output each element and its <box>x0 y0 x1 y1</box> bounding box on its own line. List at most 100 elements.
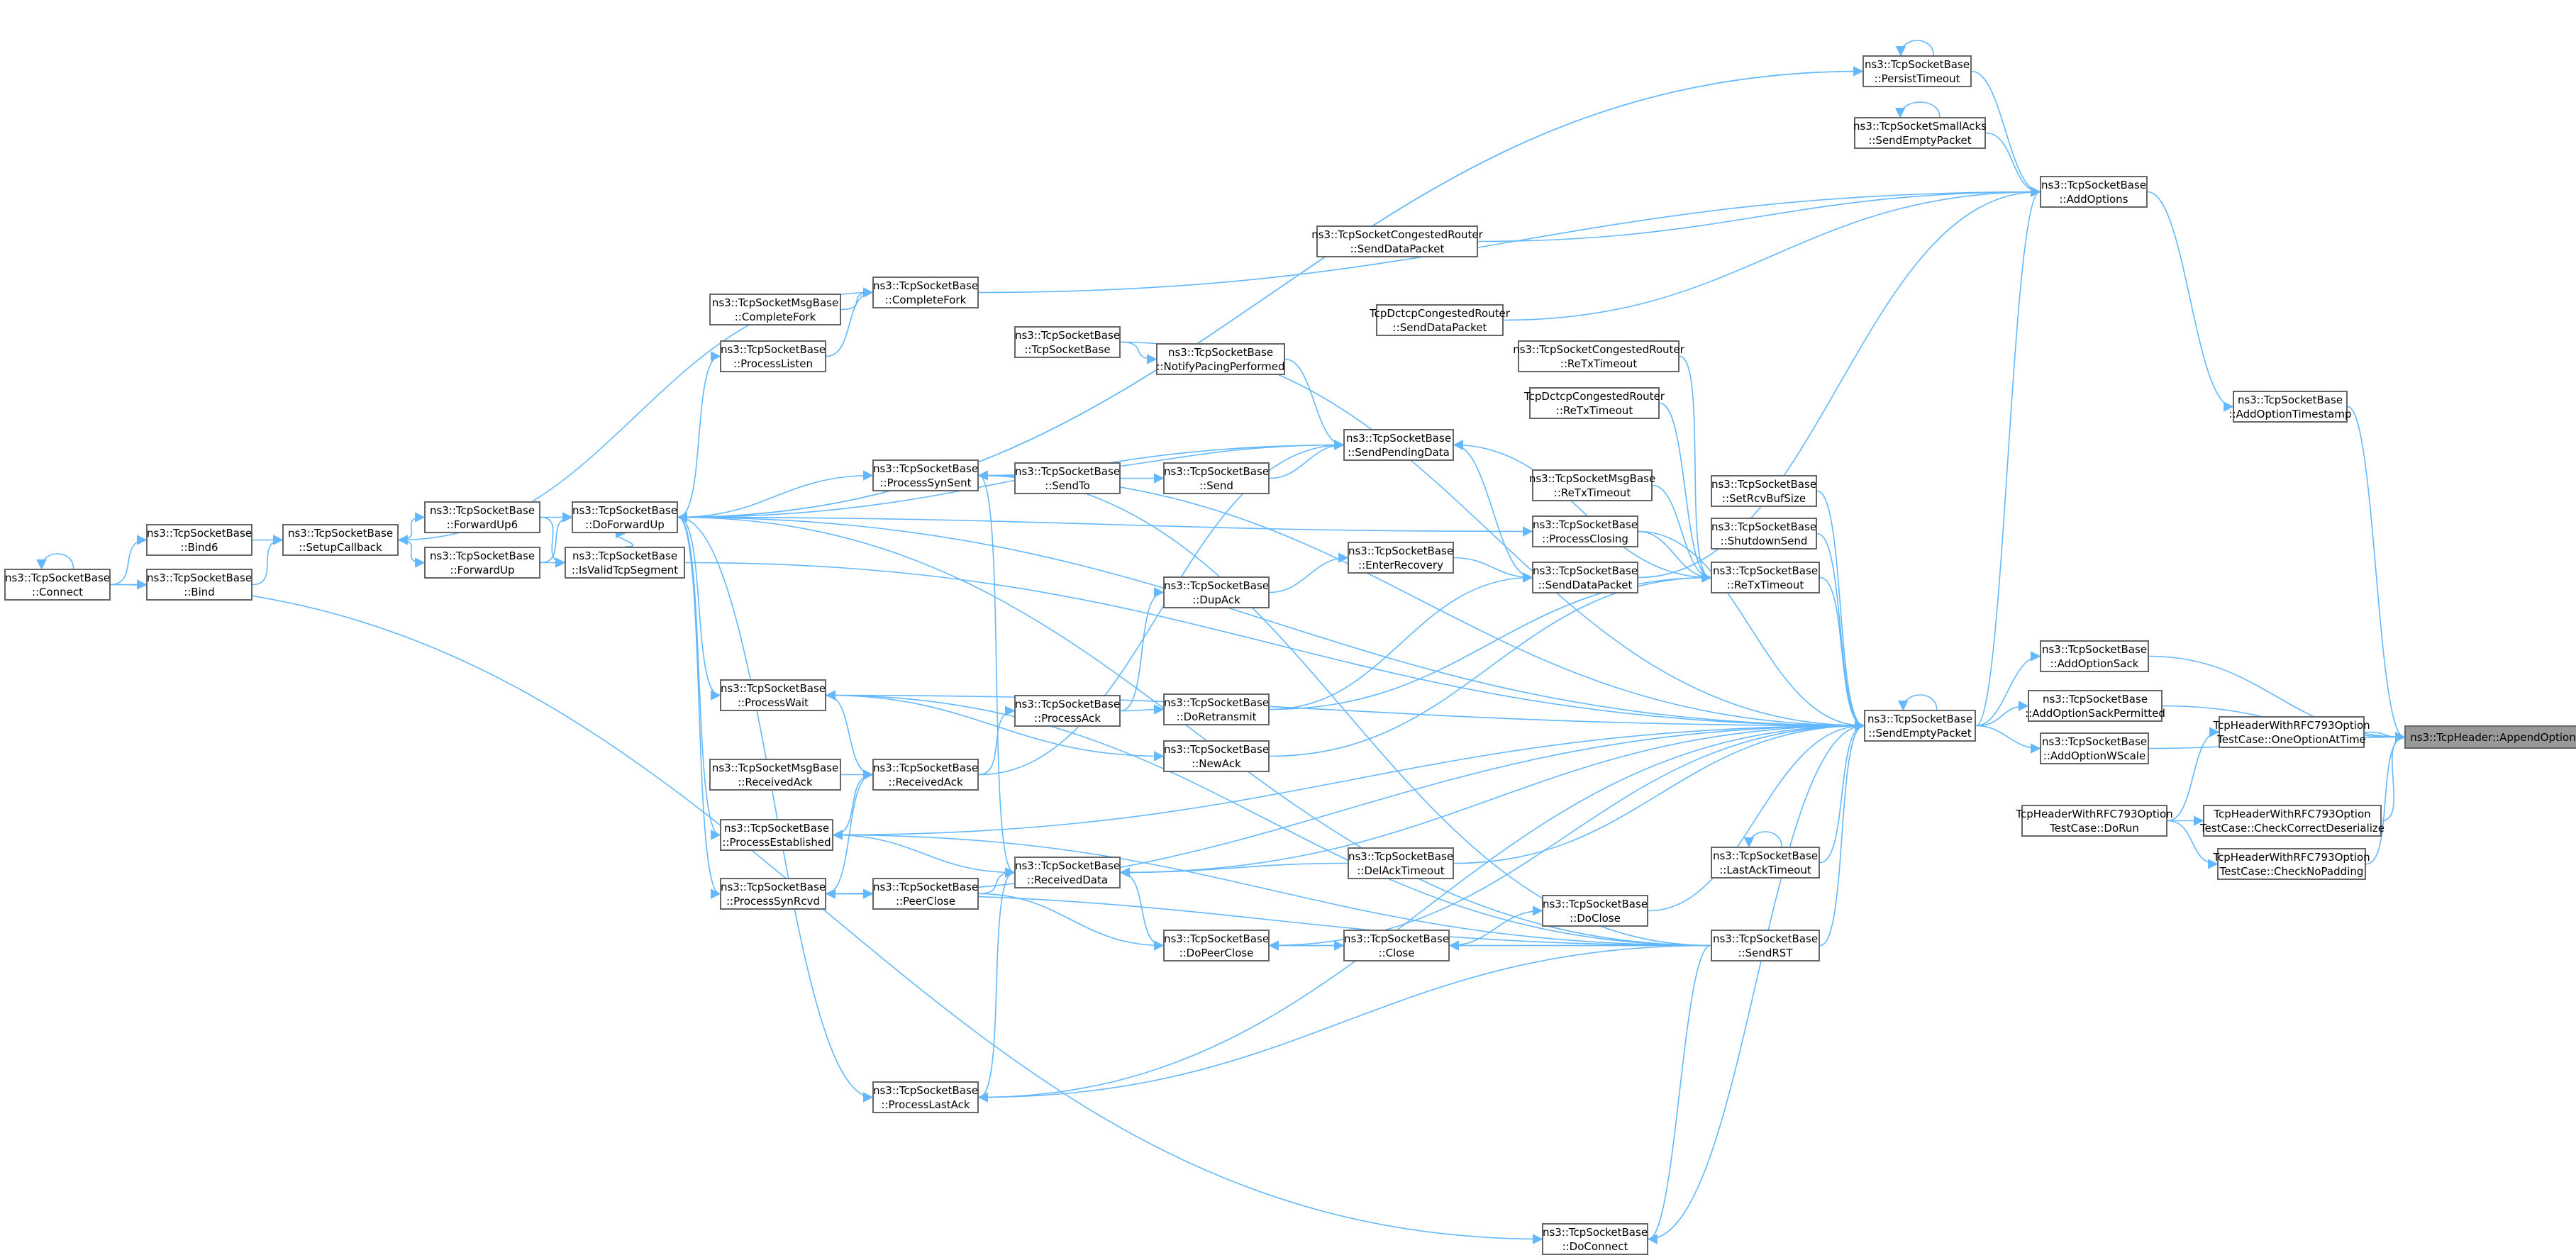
node-label-line1: ns3::TcpSocketBase <box>429 503 535 517</box>
graph-node-tsb[interactable]: ns3::TcpSocketBase::TcpSocketBase <box>1014 326 1121 358</box>
node-label-line1: ns3::TcpSocketBase <box>1348 849 1454 863</box>
graph-node-persist[interactable]: ns3::TcpSocketBase::PersistTimeout <box>1862 55 1972 87</box>
graph-node-close[interactable]: ns3::TcpSocketBase::Close <box>1343 930 1450 961</box>
node-label-line1: TcpHeaderWithRFC793Option <box>2214 807 2371 820</box>
graph-node-senddata[interactable]: ns3::TcpSocketBase::SendDataPacket <box>1532 562 1638 593</box>
graph-node-addoptsackp[interactable]: ns3::TcpSocketBase::AddOptionSackPermitt… <box>2025 690 2165 722</box>
graph-node-doconnect[interactable]: ns3::TcpSocketBase::DoConnect <box>1542 1223 1648 1255</box>
edge-doretx-to-retx <box>1269 572 1712 710</box>
graph-node-completefork[interactable]: ns3::TcpSocketBase::CompleteFork <box>872 277 979 308</box>
graph-node-smallacks[interactable]: ns3::TcpSocketSmallAcks::SendEmptyPacket <box>1853 117 1987 149</box>
graph-node-peerclose[interactable]: ns3::TcpSocketBase::PeerClose <box>872 878 979 910</box>
graph-node-dctcpsend[interactable]: TcpDctcpCongestedRouter::SendDataPacket <box>1370 304 1510 336</box>
graph-node-retx[interactable]: ns3::TcpSocketBase::ReTxTimeout <box>1711 562 1820 593</box>
edge-doforwardup-to-procsynsent <box>677 470 874 518</box>
graph-node-msgcompfork[interactable]: ns3::TcpSocketMsgBase::CompleteFork <box>709 294 841 325</box>
graph-node-addoptions[interactable]: ns3::TcpSocketBase::AddOptions <box>2040 176 2148 208</box>
graph-node-doforwardup[interactable]: ns3::TcpSocketBase::DoForwardUp <box>572 501 678 533</box>
edge-congretx-to-retx <box>1679 355 1712 583</box>
node-label-line2: ::ReTxTimeout <box>1553 486 1631 499</box>
graph-node-enterrec[interactable]: ns3::TcpSocketBase::EnterRecovery <box>1348 542 1454 574</box>
graph-node-doretx[interactable]: ns3::TcpSocketBase::DoRetransmit <box>1163 693 1270 725</box>
node-label-line2: ::DoConnect <box>1562 1239 1628 1253</box>
graph-node-addopttime[interactable]: ns3::TcpSocketBase::AddOptionTimestamp <box>2229 391 2351 423</box>
graph-node-forwardup6[interactable]: ns3::TcpSocketBase::ForwardUp6 <box>424 501 540 533</box>
graph-node-bind6[interactable]: ns3::TcpSocketBase::Bind6 <box>146 524 252 556</box>
graph-node-congsend[interactable]: ns3::TcpSocketCongestedRouter::SendDataP… <box>1311 225 1483 257</box>
node-label-line1: ns3::TcpSocketBase <box>1014 697 1121 710</box>
graph-node-sendrst[interactable]: ns3::TcpSocketBase::SendRST <box>1711 930 1820 961</box>
edge-sendrst-to-doconnect <box>1647 944 1711 1244</box>
graph-node-shutdown[interactable]: ns3::TcpSocketBase::ShutdownSend <box>1711 518 1817 550</box>
graph-node-sendto[interactable]: ns3::TcpSocketBase::SendTo <box>1014 462 1121 494</box>
edge-procwait-to-newack <box>826 694 1165 762</box>
node-label-line2: ::SetupCallback <box>299 540 382 554</box>
node-label-line2: ::ForwardUp6 <box>446 518 518 531</box>
graph-node-isvalid[interactable]: ns3::TcpSocketBase::IsValidTcpSegment <box>565 547 685 579</box>
node-label-line1: ns3::TcpSocketBase <box>2042 692 2148 706</box>
graph-node-proclastack[interactable]: ns3::TcpSocketBase::ProcessLastAck <box>872 1081 979 1113</box>
graph-node-delack[interactable]: ns3::TcpSocketBase::DelAckTimeout <box>1348 847 1454 879</box>
graph-node-msgrecvack[interactable]: ns3::TcpSocketMsgBase::ReceivedAck <box>709 759 841 791</box>
graph-node-setrcvbuf[interactable]: ns3::TcpSocketBase::SetRcvBufSize <box>1711 475 1817 507</box>
graph-node-congretx[interactable]: ns3::TcpSocketCongestedRouter::ReTxTimeo… <box>1513 340 1684 372</box>
node-label-line1: ns3::TcpSocketMsgBase <box>711 761 839 774</box>
edge-isvalid-to-sendempty <box>684 562 1865 731</box>
graph-node-connect[interactable]: ns3::TcpSocketBase::Connect <box>4 569 111 601</box>
graph-node-sendempty[interactable]: ns3::TcpSocketBase::SendEmptyPacket <box>1864 710 1976 742</box>
node-label-line2: ::ReceivedAck <box>888 775 963 788</box>
edge-connect-to-bind6 <box>110 535 148 586</box>
graph-node-procest[interactable]: ns3::TcpSocketBase::ProcessEstablished <box>720 819 833 851</box>
graph-node-dopeerclose[interactable]: ns3::TcpSocketBase::DoPeerClose <box>1163 930 1270 961</box>
edge-sendempty-to-addoptsackp <box>1975 701 2029 727</box>
graph-node-msgretx[interactable]: ns3::TcpSocketMsgBase::ReTxTimeout <box>1529 469 1655 501</box>
graph-node-send[interactable]: ns3::TcpSocketBase::Send <box>1163 462 1270 494</box>
graph-node-dupack[interactable]: ns3::TcpSocketBase::DupAck <box>1163 576 1270 608</box>
edge-persist-to-addoptions <box>1971 70 2041 197</box>
graph-node-dctcpretx[interactable]: TcpDctcpCongestedRouter::ReTxTimeout <box>1524 387 1665 419</box>
graph-node-procsynrcvd[interactable]: ns3::TcpSocketBase::ProcessSynRcvd <box>720 878 826 910</box>
graph-node-proclisten[interactable]: ns3::TcpSocketBase::ProcessListen <box>720 340 826 372</box>
node-label-line2: ::ReceivedData <box>1026 873 1109 886</box>
edge-shutdown-to-sendempty <box>1816 533 1865 731</box>
node-label-line2: ::Send <box>1199 479 1233 492</box>
edge-sendrst-to-procest <box>832 830 1711 947</box>
graph-node-recvdata[interactable]: ns3::TcpSocketBase::ReceivedData <box>1014 857 1121 888</box>
graph-node-procack[interactable]: ns3::TcpSocketBase::ProcessAck <box>1014 695 1121 727</box>
node-label-line2: ::DoClose <box>1570 911 1621 925</box>
node-label-line2: ::SendEmptyPacket <box>1868 726 1972 740</box>
graph-node-forwardup[interactable]: ns3::TcpSocketBase::ForwardUp <box>424 547 540 579</box>
graph-node-bind[interactable]: ns3::TcpSocketBase::Bind <box>146 569 252 601</box>
graph-node-lastack[interactable]: ns3::TcpSocketBase::LastAckTimeout <box>1711 847 1820 879</box>
edge-procsynrcvd-to-sendempty <box>826 720 1865 895</box>
graph-node-procclosing[interactable]: ns3::TcpSocketBase::ProcessClosing <box>1532 515 1638 547</box>
graph-node-sendpending[interactable]: ns3::TcpSocketBase::SendPendingData <box>1343 429 1454 461</box>
node-label-line1: ns3::TcpSocketBase <box>2041 735 2148 748</box>
edge-retx-to-sendempty <box>1819 576 1865 731</box>
node-label-line2: TestCase::OneOptionAtTime <box>2217 732 2366 746</box>
graph-node-notifypacing[interactable]: ns3::TcpSocketBase::NotifyPacingPerforme… <box>1156 343 1285 375</box>
edge-delack-to-sendempty <box>1453 720 1865 864</box>
graph-node-procwait[interactable]: ns3::TcpSocketBase::ProcessWait <box>720 679 826 711</box>
edge-send-to-sendpending <box>1269 440 1345 479</box>
node-label-line2: ::ProcessSynRcvd <box>726 894 820 908</box>
graph-node-append[interactable]: ns3::TcpHeader::AppendOption <box>2404 725 2576 749</box>
edge-doforwardup-to-procwait <box>677 516 721 701</box>
graph-node-doclose[interactable]: ns3::TcpSocketBase::DoClose <box>1542 895 1648 927</box>
graph-node-addoptwscale[interactable]: ns3::TcpSocketBase::AddOptionWScale <box>2040 732 2149 764</box>
edge-close-to-doclose <box>1449 905 1543 947</box>
graph-node-addoptsack[interactable]: ns3::TcpSocketBase::AddOptionSack <box>2040 640 2149 672</box>
node-label-line2: ::ProcessListen <box>733 357 813 370</box>
graph-node-newack[interactable]: ns3::TcpSocketBase::NewAck <box>1163 740 1270 772</box>
graph-node-setupcb[interactable]: ns3::TcpSocketBase::SetupCallback <box>282 524 399 556</box>
edge-addopttime-to-append <box>2347 406 2406 742</box>
node-label-line2: ::DoPeerClose <box>1179 946 1254 959</box>
graph-node-recvack[interactable]: ns3::TcpSocketBase::ReceivedAck <box>872 759 979 791</box>
edge-recvack-to-procack <box>978 706 1016 776</box>
edge-dupack-to-enterrec <box>1269 552 1349 593</box>
graph-node-procsynsent[interactable]: ns3::TcpSocketBase::ProcessSynSent <box>872 459 979 491</box>
